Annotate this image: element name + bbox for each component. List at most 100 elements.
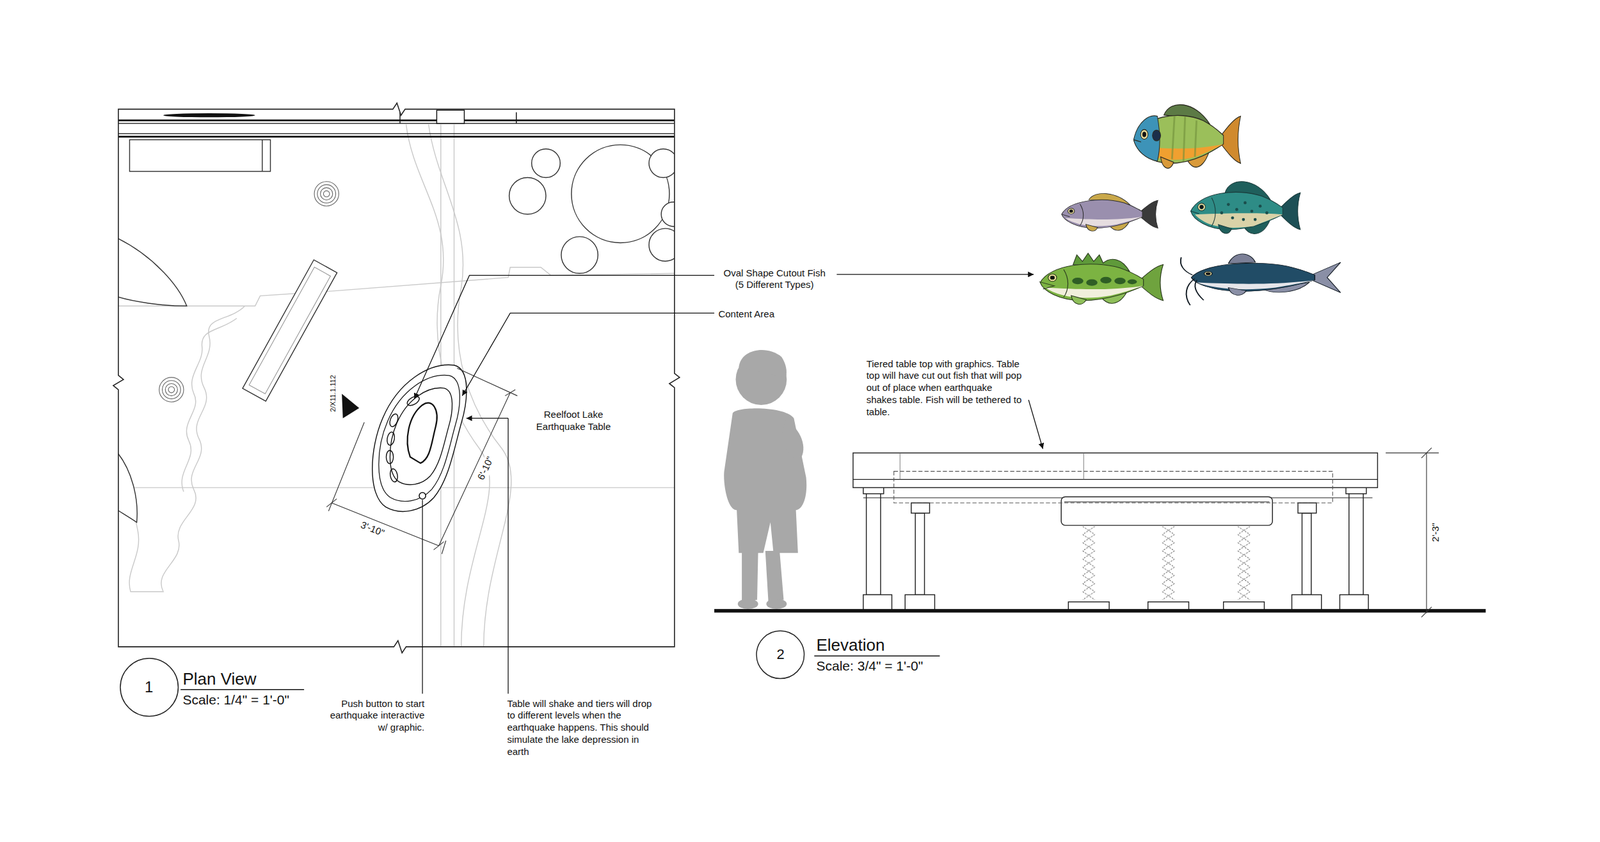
table-elevation	[911, 503, 930, 514]
bass-fish	[1045, 286, 1144, 299]
child-silhouette	[741, 551, 759, 603]
bench-symbol	[242, 259, 338, 402]
crappie-fish	[1190, 211, 1199, 214]
planter-circle	[561, 236, 598, 274]
bass-fish	[1100, 277, 1112, 284]
bass-fish	[1086, 279, 1098, 287]
dimension-line	[326, 499, 337, 508]
planter-circle	[531, 149, 561, 178]
dimension-text: 6'-10"	[474, 455, 496, 483]
table-elevation	[1291, 595, 1321, 611]
view-number-circle: 2	[755, 630, 806, 680]
plan-view-drawing	[113, 103, 1034, 694]
crappie-fish	[1235, 208, 1239, 212]
shad-fish	[1061, 199, 1143, 228]
crappie-fish	[1190, 192, 1283, 230]
dimension-line	[456, 368, 518, 397]
callout-note: Push button to start earthquake interact…	[321, 698, 425, 735]
table-elevation	[863, 595, 893, 611]
table-elevation	[1301, 513, 1311, 596]
bass-fish	[1072, 277, 1137, 287]
label-holder: Elevation	[816, 636, 886, 654]
circle-outline	[756, 631, 805, 680]
node-text-holder: 1	[144, 679, 153, 696]
view-number-circle: 1	[119, 657, 179, 717]
bass-fish	[1040, 264, 1144, 301]
planter-circle	[661, 202, 675, 227]
bass-fish	[1039, 281, 1055, 289]
callout-note: Content Area	[718, 308, 775, 321]
shad-fish	[1061, 214, 1071, 217]
child-silhouette	[737, 599, 759, 610]
catfish-fish	[1206, 272, 1211, 276]
crappie-fish	[1220, 201, 1269, 222]
scale-note: Scale: 1/4" = 1'-0"	[182, 693, 290, 707]
bass-fish	[1050, 275, 1055, 280]
bluegill-fish	[1133, 115, 1224, 164]
dimension-line	[433, 542, 445, 551]
callout-note: Table will shake and tiers will drop to …	[506, 698, 656, 759]
label-holder: 2'-3"	[1429, 521, 1442, 544]
wall-item	[163, 113, 255, 118]
bass-fish	[1072, 277, 1084, 285]
label-holder: Tiered table top with graphics. Table to…	[866, 358, 1024, 419]
dimension-line	[439, 392, 511, 546]
wall-line	[118, 122, 675, 124]
shad-fish	[1140, 200, 1159, 228]
child-silhouette	[723, 350, 807, 610]
table-elevation	[853, 453, 1378, 488]
crappie-fish	[1194, 213, 1283, 228]
bass-fish	[1063, 269, 1069, 297]
catfish-fish	[1228, 287, 1247, 296]
table-elevation	[853, 479, 1378, 480]
crappie-fish	[1200, 205, 1204, 210]
table-elevation	[904, 595, 935, 611]
leader-line	[414, 275, 715, 399]
bluegill-fish	[1140, 129, 1148, 140]
child-silhouette	[765, 551, 784, 603]
table-elevation	[1349, 487, 1364, 595]
label-holder: 6'-10"	[474, 453, 498, 484]
child-silhouette	[723, 408, 807, 553]
crappie-fish	[1198, 203, 1206, 212]
spiral-symbol	[159, 181, 340, 402]
spiral-symbol	[168, 386, 175, 393]
spiral-symbol	[314, 181, 339, 207]
leader-line	[421, 499, 423, 694]
view-title: Elevation	[816, 636, 886, 654]
table-elevation	[1339, 595, 1369, 611]
table-elevation	[1081, 526, 1096, 601]
table-elevation	[1083, 453, 1085, 480]
label-holder: 3'-10"	[357, 519, 388, 541]
ground-line	[714, 609, 1486, 614]
node-text-holder: 2	[776, 647, 785, 663]
label-holder: Scale: 1/4" = 1'-0"	[182, 693, 290, 707]
leader-line	[836, 273, 1034, 275]
circle-outline	[120, 658, 178, 717]
crappie-fish	[1253, 218, 1257, 222]
leader-line	[466, 417, 509, 419]
part-name: Reelfoot Lake Earthquake Table	[532, 408, 615, 434]
shad-fish	[1080, 204, 1084, 226]
plan-view-drawing	[118, 109, 675, 648]
catfish-fish	[1180, 257, 1204, 306]
wall-line	[118, 135, 675, 138]
title-underline	[814, 655, 940, 656]
underlay-line	[118, 267, 675, 307]
crappie-fish	[1265, 211, 1269, 215]
table-elevation	[1297, 503, 1317, 514]
bluegill-fish	[1133, 104, 1241, 169]
view-title: Plan View	[182, 670, 256, 688]
crappie-fish	[1231, 216, 1235, 220]
bass-fish	[1127, 279, 1138, 285]
spiral-symbol	[165, 383, 178, 396]
wall-line	[436, 110, 464, 124]
leaf-shape	[118, 449, 137, 523]
earthquake-table-plan	[407, 403, 438, 464]
shad-fish	[1086, 224, 1098, 232]
planter-circle	[648, 228, 675, 262]
label-holder: Table will shake and tiers will drop to …	[506, 698, 656, 759]
earthquake-table-plan	[389, 387, 452, 485]
